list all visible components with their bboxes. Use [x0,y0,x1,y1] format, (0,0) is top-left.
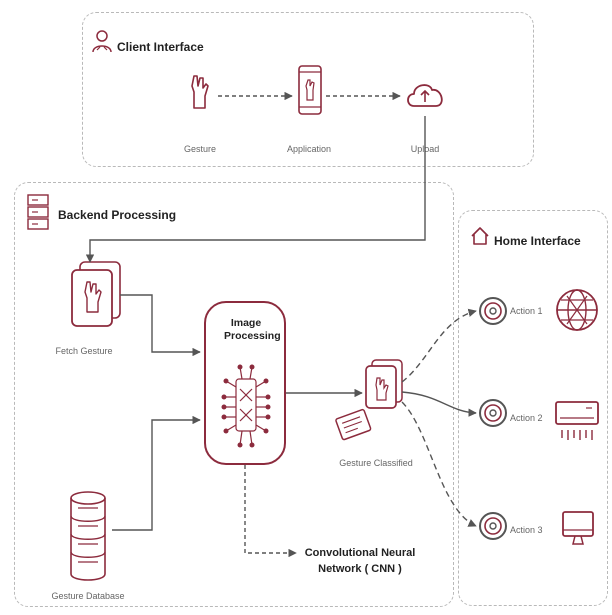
backend-processing-title: Backend Processing [58,208,177,222]
gesture-classified-icon [335,359,403,441]
home-icon [471,227,489,245]
database-icon [70,491,106,581]
cloud-upload-icon [407,84,443,107]
action-1-icon [479,297,507,325]
home-interface-title: Home Interface [494,234,581,248]
action-2-label: Action 2 [510,413,543,423]
client-interface-title: Client Interface [117,40,204,54]
database-to-processing-connector [112,415,201,531]
action-3-label: Action 3 [510,525,543,535]
image-processing-box: Image Processing [204,301,286,465]
server-icon [27,194,49,230]
gesture-database-label: Gesture Database [51,591,125,601]
image-processing-title: Image Processing [224,317,281,342]
air-conditioner-icon [555,401,599,440]
smartphone-icon [298,65,322,115]
monitor-icon [562,511,594,545]
gesture-classified-label: Gesture Classified [339,458,413,468]
globe-icon [556,289,598,331]
processing-to-cnn-connector [244,465,297,558]
cnn-label: Convolutional Neural Network ( CNN ) [304,547,416,575]
user-icon [92,30,112,53]
classified-to-action-3-connector [401,401,477,527]
gesture-label: Gesture [183,144,216,154]
home-interface-section [458,210,608,606]
action-3-icon [479,512,507,540]
fetch-gesture-label: Fetch Gesture [55,346,113,356]
classified-to-action-2-connector [401,391,477,417]
classified-to-action-1-connector [401,308,477,383]
client-interface-section [82,12,534,167]
action-2-icon [479,399,507,427]
action-1-label: Action 1 [510,306,543,316]
fetch-to-processing-connector [120,294,201,357]
application-label: Application [286,144,332,154]
upload-to-fetch-connector [85,116,426,263]
backend-processing-section [14,182,454,607]
hand-gesture-icon [191,75,209,109]
fetch-gesture-icon [71,261,121,327]
neural-network-icon [221,364,271,448]
